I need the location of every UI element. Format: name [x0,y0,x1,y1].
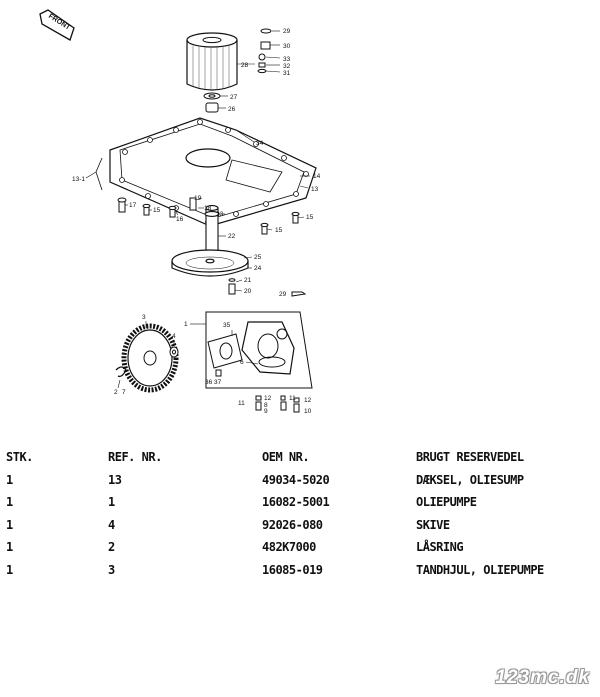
sump-bolts [117,197,300,235]
callout-11b: 11 [289,395,296,402]
callout-15b: 15 [306,214,314,221]
callout-12b: 12 [304,397,312,404]
filter-washer-nut [203,92,221,113]
callout-13-1: 13-1 [72,176,85,183]
cell-ref: 2 [108,540,115,555]
callout-17: 17 [129,202,137,209]
table-row: 1 2 482K7000 LÅSRING [0,536,600,559]
callout-10: 10 [304,408,312,415]
table-row: 1 1 16082-5001 OLIEPUMPE [0,491,600,514]
callout-28: 28 [241,62,249,69]
drain-plug-parts [257,28,272,74]
cell-qty: 1 [6,540,13,555]
oil-sump-cover [95,117,317,227]
oil-filter [186,32,255,91]
callout-36: 36 [205,379,213,386]
cell-ref: 1 [108,495,115,510]
callout-29: 29 [283,28,291,35]
callout-6: 6 [240,359,244,366]
cell-qty: 1 [6,472,13,487]
oil-strainer [171,249,249,277]
cell-part: DÆKSEL, OLIESUMP [416,472,524,487]
cell-qty: 1 [6,517,13,532]
callout-16: 16 [176,216,184,223]
table-header-row: STK. REF. NR. OEM NR. BRUGT RESERVEDEL [0,446,600,469]
exploded-parts-diagram: FRONT [39,9,321,415]
callout-15c: 15 [275,227,283,234]
callout-24: 24 [254,265,262,272]
cell-oem: 49034-5020 [262,472,330,487]
oil-pump-gear [121,323,179,393]
table-row: 1 4 92026-080 SKIVE [0,514,600,537]
callout-32: 32 [283,63,291,70]
cell-part: OLIEPUMPE [416,495,477,510]
callout-30: 30 [283,43,291,50]
callout-7: 7 [122,389,126,396]
cell-oem: 16082-5001 [262,495,330,510]
callout-18: 18 [204,205,212,212]
header-ref: REF. NR. [108,450,162,465]
callout-37: 37 [214,379,222,386]
callout-29b: 29 [279,291,287,298]
callout-35: 35 [223,322,231,329]
callout-33: 33 [283,56,291,63]
callout-25: 25 [254,254,262,261]
front-arrow-icon: FRONT [39,9,75,41]
callout-27: 27 [230,94,238,101]
callout-19: 19 [194,195,202,202]
callout-31: 31 [283,70,291,77]
parts-table: STK. REF. NR. OEM NR. BRUGT RESERVEDEL 1… [0,446,600,581]
callout-11a: 11 [238,400,245,407]
callout-14: 14 [313,173,321,180]
cell-ref: 3 [108,562,115,577]
oil-pickup-pipe [204,205,220,253]
callout-9: 9 [264,408,268,415]
callout-21: 21 [244,277,252,284]
cell-part: TANDHJUL, OLIEPUMPE [416,562,544,577]
table-row: 1 13 49034-5020 DÆKSEL, OLIESUMP [0,469,600,492]
callout-4: 4 [172,333,176,340]
cell-ref: 13 [108,472,122,487]
cell-qty: 1 [6,562,13,577]
site-watermark: 123mc.dk [495,667,590,688]
cell-part: LÅSRING [416,540,464,555]
callout-1: 1 [184,321,188,328]
header-qty: STK. [6,450,33,465]
callout-34: 34 [256,140,264,147]
washer-part [169,346,179,358]
header-part: BRUGT RESERVEDEL [416,450,524,465]
header-oem: OEM NR. [262,450,310,465]
cell-qty: 1 [6,495,13,510]
callout-leaders [85,30,310,389]
snap-ring-part [115,366,127,378]
callout-20: 20 [244,288,252,295]
cell-part: SKIVE [416,517,450,532]
table-row: 1 3 16085-019 TANDHJUL, OLIEPUMPE [0,559,600,582]
cell-oem: 16085-019 [262,562,323,577]
callout-23: 23 [216,211,224,218]
callout-3: 3 [142,314,146,321]
callout-2: 2 [114,389,118,396]
callout-26: 26 [228,106,236,113]
callout-8: 8 [264,402,268,409]
cell-oem: 482K7000 [262,540,316,555]
strainer-bolts [228,278,307,297]
callout-15a: 15 [153,207,161,214]
callout-22: 22 [228,233,236,240]
callout-12a: 12 [264,395,272,402]
oil-pump-assembly [205,311,313,389]
callout-13: 13 [311,186,319,193]
cell-ref: 4 [108,517,115,532]
cell-oem: 92026-080 [262,517,323,532]
pump-bolts [255,395,300,413]
callout-labels: 29 30 33 32 31 28 27 26 34 14 13 13-1 17… [72,28,321,415]
